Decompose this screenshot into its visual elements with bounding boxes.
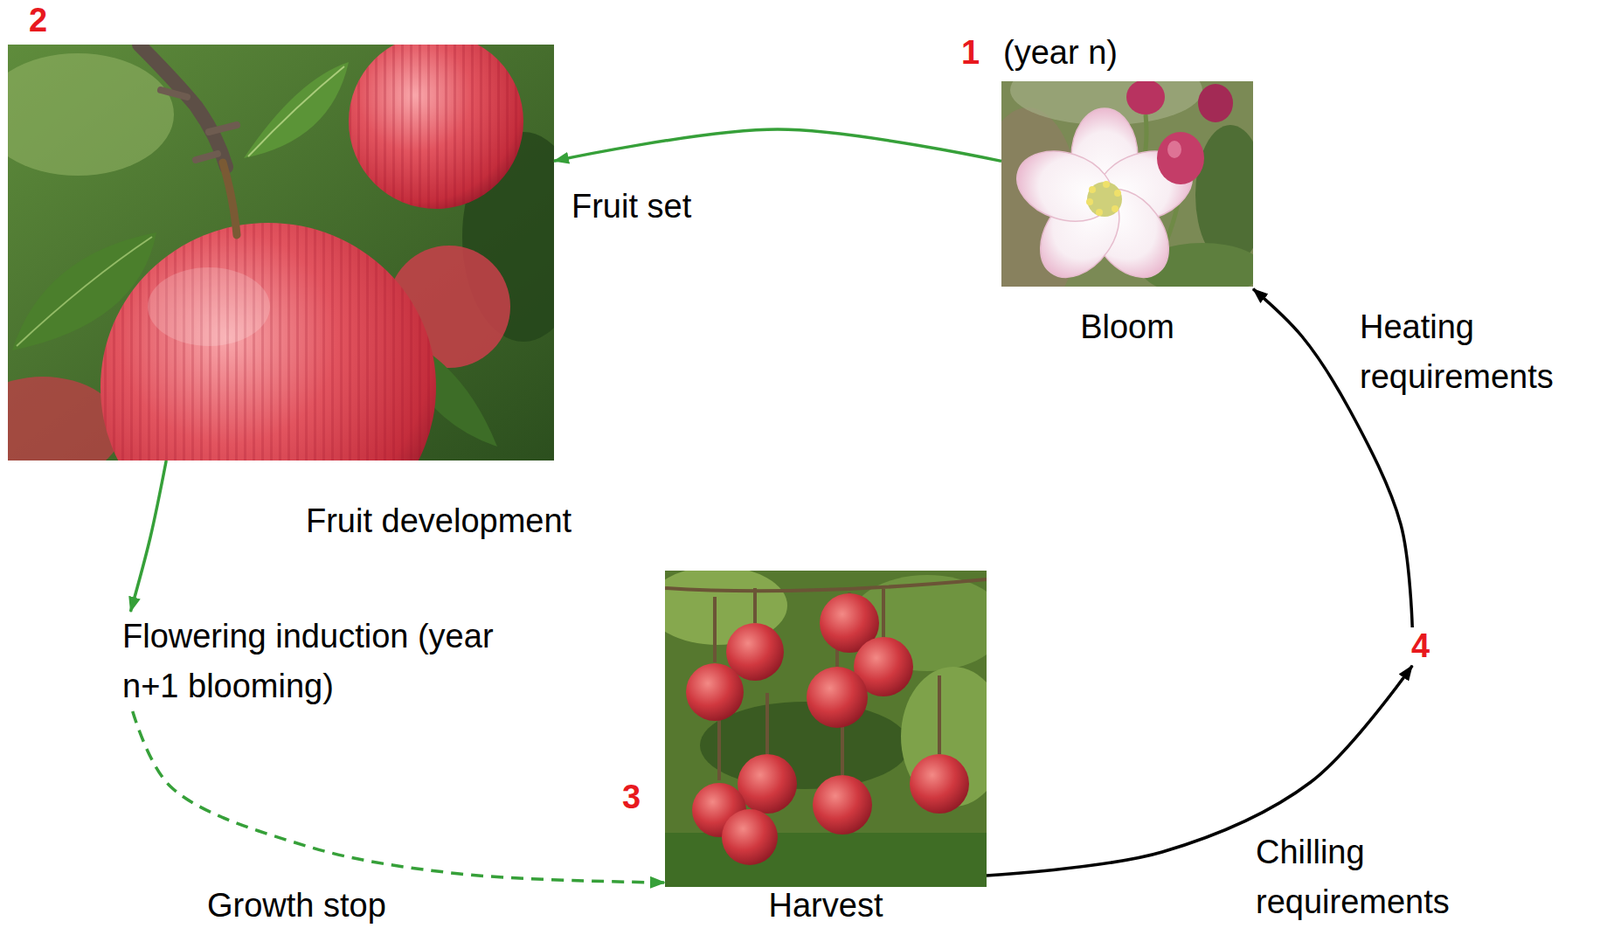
- bud-highlight: [1167, 140, 1182, 159]
- stage-text: Flowering induction (year n+1 blooming): [122, 611, 534, 712]
- node-label: (year n): [1003, 33, 1118, 74]
- stamen: [1102, 180, 1110, 188]
- node-label: Harvest: [664, 886, 987, 926]
- stamen: [1095, 208, 1103, 216]
- apple: [806, 666, 868, 728]
- apples: [685, 593, 970, 866]
- apple: [909, 754, 970, 814]
- apple: [721, 809, 778, 866]
- stamen: [1114, 189, 1122, 197]
- flower-center: [1087, 181, 1123, 217]
- apple: [348, 44, 524, 209]
- petal: [1007, 139, 1122, 234]
- photo-frame: [7, 44, 555, 461]
- photo-node: 1(year n)Bloom: [1001, 81, 1254, 348]
- apple: [100, 222, 437, 461]
- apple-photo: [7, 44, 555, 461]
- callout-number: 4: [1411, 627, 1430, 666]
- photo-frame: [664, 570, 987, 887]
- stamen: [1086, 198, 1094, 206]
- grass: [664, 832, 987, 887]
- apple-stripes: [348, 44, 524, 209]
- apple: [685, 663, 744, 721]
- edge-label: Chilling requirements: [1255, 827, 1510, 928]
- highlight: [147, 267, 271, 347]
- node-label: Flowering induction (year n+1 blooming): [122, 611, 534, 712]
- callout-number: 2: [28, 0, 48, 42]
- leaf: [243, 62, 349, 159]
- leaf: [12, 232, 157, 351]
- foliage: [7, 53, 174, 176]
- photo-node: 3Harvest: [664, 570, 987, 926]
- stage-marker: 4: [1406, 627, 1434, 666]
- node-label: Bloom: [1001, 307, 1254, 348]
- photo-node: 2: [7, 44, 555, 461]
- blossom-photo: [1001, 81, 1254, 287]
- edge-label: Fruit set: [571, 185, 692, 229]
- edge-label: Fruit development: [305, 499, 572, 543]
- callout-number: 1: [961, 33, 980, 74]
- callout-number: 3: [622, 777, 641, 818]
- apple: [812, 775, 873, 835]
- bud: [1156, 131, 1205, 185]
- stem: [222, 162, 237, 236]
- bud: [1198, 83, 1233, 123]
- bud: [1126, 81, 1165, 115]
- branch: [138, 44, 227, 167]
- harvest-photo: [664, 570, 987, 887]
- edge-label: Growth stop: [207, 884, 387, 928]
- connectors: [130, 129, 1413, 883]
- cycle-arrow: [130, 460, 167, 612]
- edge-label: Heating requirements: [1359, 302, 1596, 402]
- cycle-arrow: [554, 129, 1002, 161]
- apple: [737, 754, 797, 814]
- apple-stripes: [100, 222, 437, 461]
- cycle-arrow: [132, 711, 665, 883]
- stamen: [1111, 205, 1119, 213]
- leaf-vein: [248, 66, 345, 157]
- photo-frame: [1001, 81, 1254, 287]
- branch-spur: [160, 90, 237, 160]
- leaf-vein: [16, 236, 153, 347]
- stamen: [1088, 186, 1096, 194]
- stamens: [1086, 180, 1122, 216]
